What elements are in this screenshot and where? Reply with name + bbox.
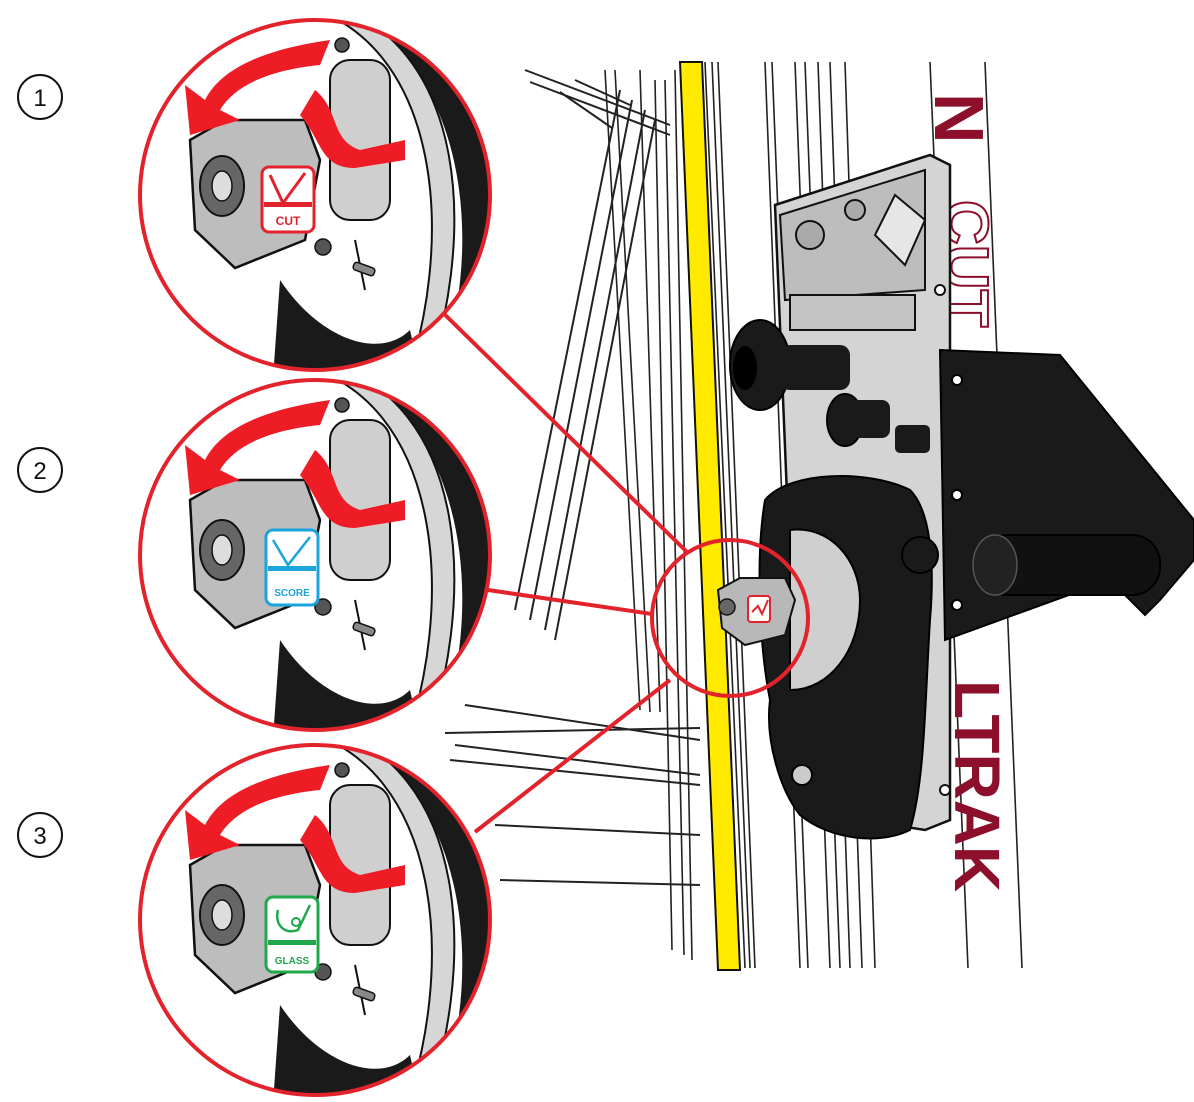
rotate-arrow-icon [185,765,330,860]
bracket-bolt [951,374,963,386]
black-knob [729,319,850,411]
step-marker-2: 2 [17,447,63,493]
rail-assembly: N CUT LTRAK [444,61,1194,971]
small-knob [826,393,930,453]
plate-bolt [795,220,825,250]
rail-strips [604,69,693,961]
cut-badge-label: CUT [276,214,301,228]
step-number: 1 [33,85,46,112]
rotate-arrow-icon [185,400,330,495]
score-glyph-icon [271,536,311,568]
step-number: 2 [33,458,46,485]
frame-lines-top [514,69,671,641]
machine-selector [716,577,797,647]
yellow-rail [678,61,742,971]
housing-nut [791,764,813,786]
frame-lines-bottom [444,704,701,886]
detail-bubble-glass: GLASS [138,743,492,1097]
machine-callout-circle [650,538,810,698]
brand-top-letter: N [920,93,998,144]
plate-bolt [939,784,951,796]
detail-bubble-cut: CUT [138,18,492,372]
step-marker-3: 3 [17,812,63,858]
plate-bolt [934,284,946,296]
step-number: 3 [33,823,46,850]
handle-bracket [938,348,1194,642]
score-badge-label: SCORE [274,588,310,599]
callout-connectors [433,303,690,834]
brand-track-word: LTRAK [941,680,1013,892]
glass-glyph-icon [275,904,312,933]
bracket-bolt [951,489,963,501]
plate-bolt [844,199,866,221]
wheel-housing [758,475,939,840]
rotate-arrow-icon [185,40,330,135]
detail-bubble-score: SCORE [138,378,492,732]
step-marker-1: 1 [17,74,63,120]
bracket-bolt [951,599,963,611]
glass-badge-label: GLASS [275,956,310,967]
